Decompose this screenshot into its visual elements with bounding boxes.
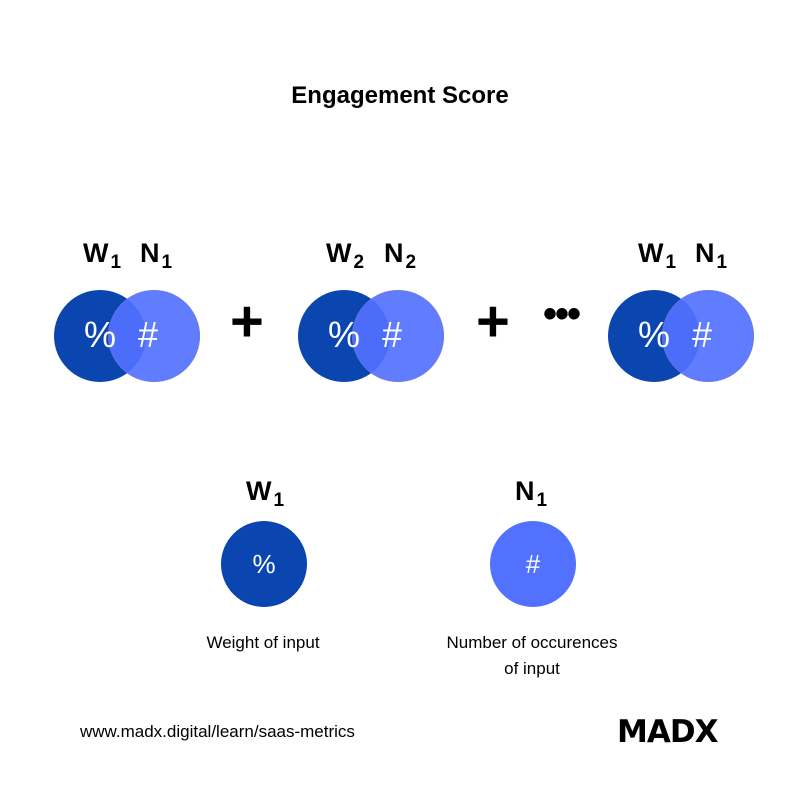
overlap-outline — [108, 290, 200, 382]
legend-weight-description: Weight of input — [206, 633, 320, 652]
footer-url: www.madx.digital/learn/saas-metrics — [80, 722, 355, 741]
hash-symbol: # — [692, 314, 713, 355]
ellipsis-operator: ••• — [543, 292, 581, 336]
percent-symbol: % — [638, 314, 671, 355]
legend-weight-circle: % — [221, 521, 307, 607]
diagram-title: Engagement Score — [291, 82, 509, 109]
legend-number-description: Number of occurences of input — [412, 630, 652, 682]
hash-symbol: # — [138, 314, 159, 355]
plus-operator-1: + — [230, 289, 264, 354]
legend-number-circle: # — [490, 521, 576, 607]
term-2-venn: % # — [298, 290, 444, 382]
overlap-outline — [352, 290, 444, 382]
term-1-venn: % # — [54, 290, 200, 382]
percent-symbol: % — [328, 314, 361, 355]
percent-symbol: % — [84, 314, 117, 355]
description-line-2: of input — [504, 659, 560, 678]
overlap-outline — [662, 290, 754, 382]
hash-symbol: # — [382, 314, 403, 355]
description-line-1: Number of occurences — [446, 633, 618, 652]
term-3-venn: % # — [608, 290, 754, 382]
madx-logo: MADX — [617, 714, 718, 750]
plus-operator-2: + — [476, 289, 510, 354]
